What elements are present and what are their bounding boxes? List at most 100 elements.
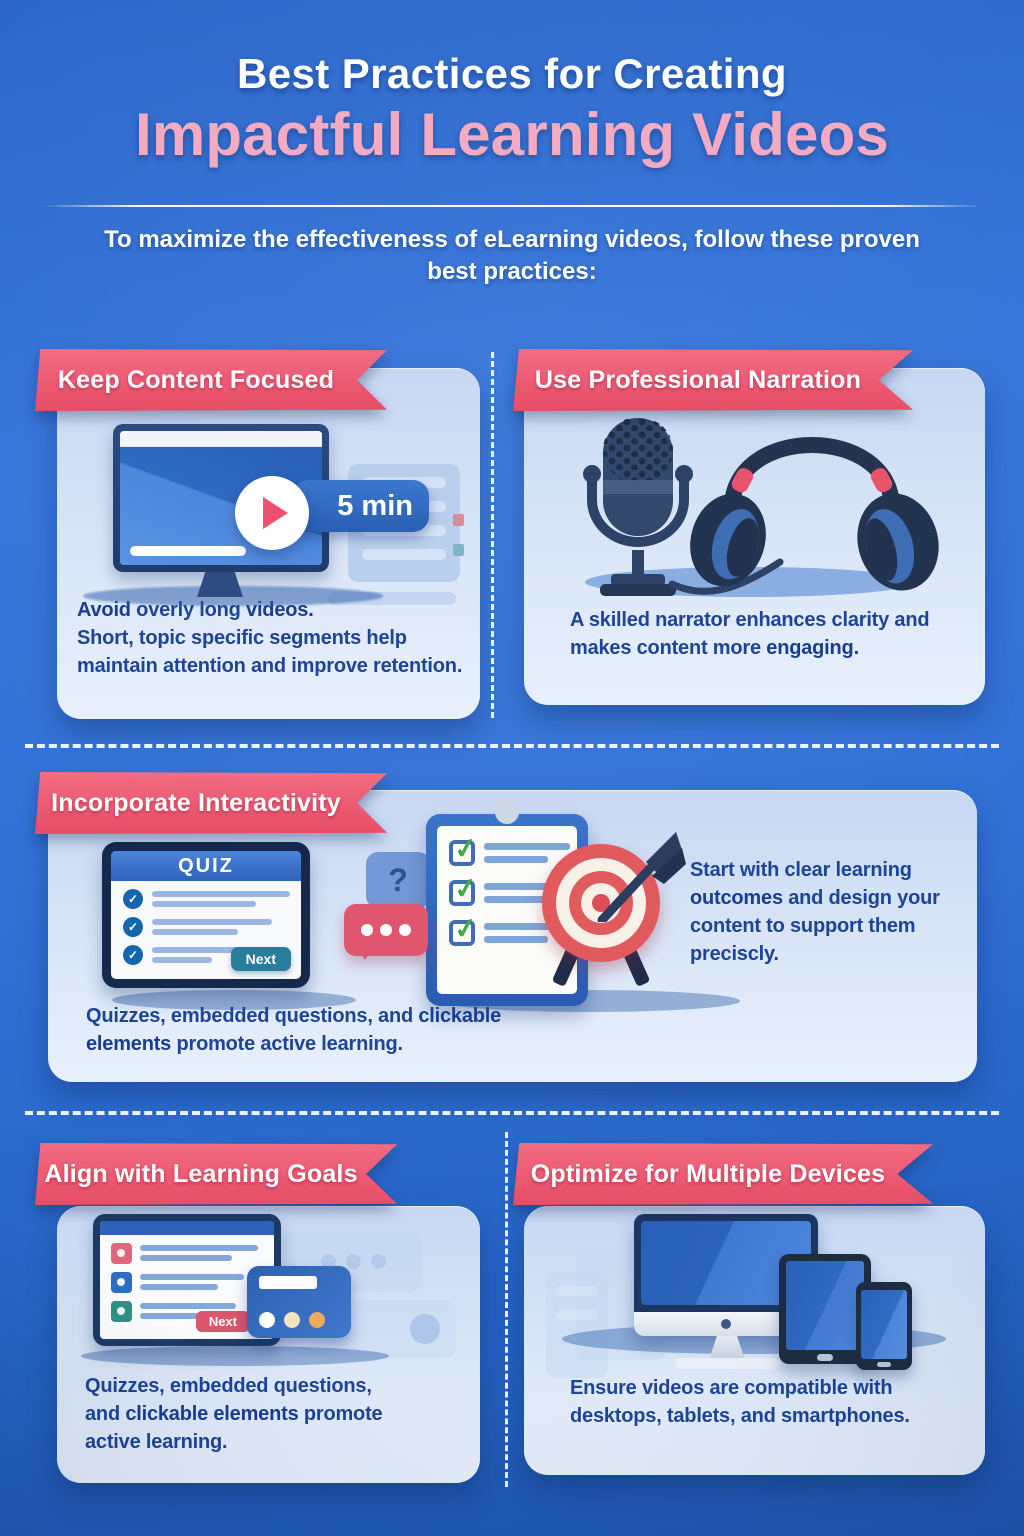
vertical-dashed-divider-bottom: [505, 1132, 508, 1487]
quiz-row: ✓: [123, 917, 291, 937]
smartphone-icon: [856, 1282, 912, 1370]
microphone-icon: [583, 418, 693, 596]
quiz-tablet-icon: QUIZ ✓ ✓ ✓ Next: [102, 842, 310, 988]
pink-square-icon: [111, 1243, 132, 1264]
ribbon-wrap: Incorporate Interactivity: [35, 772, 387, 834]
card-keep-content-focused: 5 min Avoid overly long videos. Short, t…: [57, 368, 480, 719]
line-bar: [152, 901, 256, 907]
clip-knob: [495, 800, 519, 824]
dot: [309, 1312, 325, 1328]
card-align-with-learning-goals: Next Quizzes, embedded questions, and cl…: [57, 1206, 480, 1483]
card-incorporate-interactivity: QUIZ ✓ ✓ ✓ Next ?: [48, 790, 977, 1082]
button-dots: [259, 1312, 325, 1328]
page-title-line2: Impactful Learning Videos: [134, 101, 890, 168]
headphones-icon: [690, 437, 939, 591]
quiz-title: QUIZ: [111, 851, 301, 881]
camera-dot: [721, 1319, 731, 1329]
line-bar: [484, 883, 570, 890]
ribbon-use-professional-narration: Use Professional Narration: [513, 349, 913, 411]
bold-text: clickable elements: [86, 1005, 502, 1055]
quiz-row: ✓: [123, 889, 291, 909]
check-glyph: ✓: [451, 911, 480, 946]
question-bubble-icon: ?: [366, 852, 430, 908]
next-button[interactable]: Next: [230, 947, 291, 971]
line-bar: [140, 1255, 232, 1261]
line-bar: [484, 896, 548, 903]
line-bar: [152, 891, 290, 897]
quiz-lines: [152, 891, 291, 907]
line-bar: [152, 957, 212, 963]
dot: [320, 1253, 336, 1269]
desktop-stand-base: [675, 1358, 779, 1369]
dot: [345, 1253, 361, 1269]
bold-text: Avoid: [77, 599, 131, 621]
line-bar: [152, 919, 272, 925]
checklist-lines: [484, 840, 570, 863]
bold-text: engaging.: [766, 637, 859, 659]
ribbon-wrap: Optimize for Multiple Devices: [513, 1143, 933, 1205]
list-row: [111, 1243, 274, 1264]
progress-bar: [130, 546, 246, 556]
line-bar: [362, 549, 446, 560]
tablet-top-bar: [100, 1221, 274, 1235]
line-bar: [484, 936, 548, 943]
browser-bar: [120, 431, 322, 447]
text-run: Quizzes, embedded questions, and: [85, 1375, 372, 1425]
next-button[interactable]: Next: [195, 1311, 250, 1332]
title-rest: for Creating: [532, 50, 787, 97]
ribbon-incorporate-interactivity: Incorporate Interactivity: [35, 772, 387, 834]
chat-ghost-icon: [410, 1314, 440, 1344]
tablet-icon: [779, 1254, 871, 1364]
card-body-text: A skilled narrator enhances clarity and …: [570, 606, 942, 662]
dot: [259, 1312, 275, 1328]
ribbon-wrap: Align with Learning Goals: [35, 1143, 397, 1205]
ribbon-align-with-learning-goals: Align with Learning Goals: [35, 1143, 397, 1205]
row-lines: [140, 1301, 236, 1319]
horizontal-dashed-divider-2: [25, 1111, 999, 1115]
line-bar: [140, 1245, 258, 1251]
line-bar: [140, 1274, 244, 1280]
illustration-shadow: [112, 990, 356, 1010]
monitor-stand: [197, 572, 243, 597]
checklist-row: ✓: [449, 832, 570, 866]
line-bar: [556, 1286, 598, 1296]
horizontal-dashed-divider-1: [25, 744, 999, 748]
line-bar: [152, 947, 244, 953]
checklist-clipboard-icon: ✓ ✓ ✓: [426, 800, 588, 1006]
line-bar: [556, 1310, 598, 1320]
accent-chip: [453, 514, 464, 526]
check-circle-icon: ✓: [123, 889, 143, 909]
ribbon-keep-content-focused: Keep Content Focused: [35, 349, 387, 411]
tablet-screen: [786, 1261, 864, 1350]
text-run: promote active learning.: [85, 1403, 383, 1453]
line-bar: [140, 1313, 200, 1319]
text-run: Start with clear learning: [690, 859, 912, 881]
card-body-text: Ensure videos are compatible with deskto…: [570, 1377, 910, 1427]
line-bar: [484, 923, 570, 930]
row-lines: [140, 1243, 258, 1261]
play-triangle: [263, 497, 288, 529]
checklist-lines: [484, 920, 570, 943]
quiz-screen: QUIZ ✓ ✓ ✓ Next: [111, 851, 301, 979]
cable-icon: [668, 558, 784, 595]
teal-square-icon: [111, 1301, 132, 1322]
dot: [361, 924, 373, 936]
check-glyph: ✓: [451, 831, 480, 866]
card-body-text: Quizzes, embedded questions, and clickab…: [86, 1002, 530, 1058]
play-icon[interactable]: [235, 476, 309, 550]
line-bar: [484, 843, 570, 850]
narration-illustration: [583, 418, 939, 597]
quiz-lines: [152, 919, 291, 935]
text-run: promote active learning.: [171, 1033, 403, 1055]
target-arrow-icon: [542, 832, 686, 987]
line-bar: [140, 1303, 236, 1309]
quiz-row: ✓: [123, 945, 291, 965]
phone-screen: [861, 1290, 907, 1359]
vertical-dashed-divider-top: [491, 352, 494, 718]
line-bar: [152, 929, 238, 935]
text-line: Short, topic specific segments help main…: [77, 627, 463, 677]
list-row: [111, 1272, 274, 1293]
check-circle-icon: ✓: [123, 945, 143, 965]
clipboard-paper: ✓ ✓ ✓: [437, 826, 577, 994]
